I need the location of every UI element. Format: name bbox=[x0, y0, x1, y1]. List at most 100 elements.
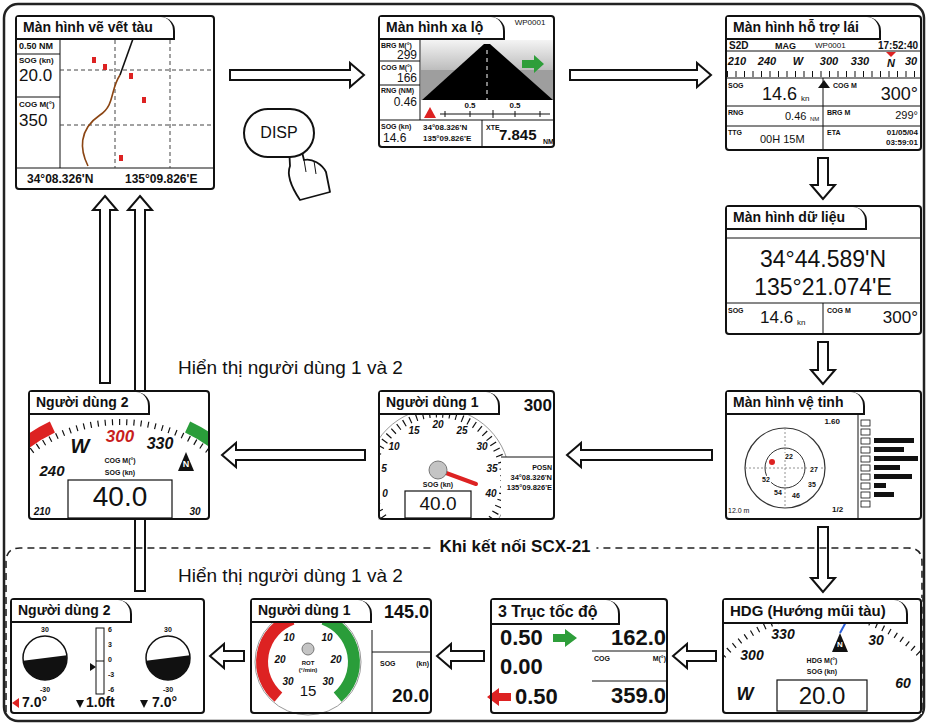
screen-reading: 135°21.074'E bbox=[754, 276, 892, 299]
screen-reading: 0.46 bbox=[394, 96, 417, 108]
screen-reading: 30 bbox=[189, 507, 200, 517]
flow-arrow bbox=[673, 644, 717, 668]
screen-reading: 34°08.326'N bbox=[27, 173, 93, 185]
screen-reading: 30 bbox=[476, 442, 487, 452]
satellite-screen bbox=[874, 492, 894, 497]
screen-reading: RNG (NM) bbox=[381, 87, 414, 94]
screen-title: Người dùng 2 bbox=[30, 392, 150, 415]
screen-title: Màn hình xa lộ bbox=[380, 17, 505, 40]
screen-reading: 300 bbox=[740, 648, 763, 662]
highway-screen bbox=[493, 110, 494, 118]
arrow-head bbox=[350, 63, 364, 87]
screen-reading: COG bbox=[594, 655, 610, 662]
plot-screen bbox=[129, 73, 133, 79]
user1-screen bbox=[378, 408, 510, 520]
screen-reading: COG M(°) bbox=[104, 457, 135, 464]
screen-title: HDG (Hướng mũi tàu) bbox=[724, 600, 908, 624]
screen-reading: 34°44.589'N bbox=[760, 248, 886, 271]
screen-reading: 20 bbox=[274, 655, 285, 665]
attitude-screen bbox=[90, 663, 96, 671]
screen-reading: 7.0° bbox=[22, 695, 47, 709]
screen-title: Màn hình hỗ trợ lái bbox=[727, 17, 881, 40]
axis-speed-screen bbox=[553, 629, 577, 647]
screen-reading: 10 bbox=[283, 633, 294, 643]
screen-reading: 20.0 bbox=[392, 686, 429, 705]
screen-reading: SOG (kn) bbox=[381, 123, 411, 130]
screen-reading: XTE bbox=[486, 124, 500, 131]
screen-reading: 30 bbox=[322, 677, 333, 687]
screen-reading: 0.5 bbox=[464, 102, 475, 110]
screen-reading: 1/2 bbox=[832, 506, 843, 514]
screen-reading: 17:52:40 bbox=[878, 41, 918, 51]
user2-screen bbox=[28, 390, 210, 520]
screen-reading: 01/05/04 bbox=[887, 129, 918, 137]
outer-frame bbox=[4, 4, 924, 721]
screen-reading: W bbox=[71, 436, 90, 456]
screen-reading: 46 bbox=[791, 492, 801, 499]
screen-reading: 14.6 bbox=[762, 85, 797, 103]
screen-reading: 30 bbox=[868, 633, 884, 647]
highway-screen bbox=[378, 85, 420, 86]
outer-frame bbox=[4, 4, 924, 721]
screen-reading: 0.50 bbox=[500, 627, 543, 649]
plot-screen bbox=[120, 36, 134, 75]
user1-screen bbox=[429, 461, 447, 479]
screen-reading: SOG (kn) bbox=[423, 481, 453, 488]
attitude-screen bbox=[76, 700, 84, 708]
screen-reading: 14.6 bbox=[383, 132, 406, 144]
satellite-screen bbox=[861, 465, 870, 471]
screen-title: Người dùng 1 bbox=[252, 600, 372, 623]
axis-speed-screen bbox=[592, 681, 668, 682]
screen-reading: 15 bbox=[300, 683, 317, 698]
user1-screen bbox=[405, 491, 471, 518]
satellite-screen bbox=[874, 447, 904, 452]
arrow-head bbox=[210, 644, 224, 668]
screen-reading: 3 bbox=[108, 641, 112, 648]
arrow-inner bbox=[231, 71, 352, 79]
screen-reading: 25 bbox=[456, 426, 467, 436]
screen-reading: SOG (kn) bbox=[105, 469, 135, 476]
screen-reading: BRG M bbox=[827, 109, 850, 116]
screen-reading: M(°) bbox=[653, 655, 666, 662]
screen-reading: MAG bbox=[775, 42, 796, 51]
highway-screen bbox=[540, 111, 541, 117]
screen-reading: COG M bbox=[827, 307, 851, 314]
highway-screen bbox=[445, 110, 540, 118]
rot-screen bbox=[255, 609, 361, 715]
rot-screen bbox=[372, 652, 432, 653]
highway-screen bbox=[470, 111, 471, 117]
screen-reading: TTG bbox=[728, 129, 742, 136]
screen-reading: 30 bbox=[282, 677, 293, 687]
satellite-screen bbox=[861, 420, 870, 426]
screen-reading: N bbox=[887, 58, 895, 69]
screen-reading: 162.0 bbox=[611, 627, 666, 649]
heading-screen bbox=[722, 598, 922, 714]
screen-reading: 240 bbox=[758, 56, 776, 67]
screen-reading: 300° bbox=[881, 85, 918, 103]
attitude-screen bbox=[140, 700, 148, 708]
screen-reading: 300 bbox=[820, 56, 838, 67]
arrow-head bbox=[222, 443, 236, 467]
satellite-screen bbox=[861, 501, 870, 507]
screen-reading: RNG bbox=[728, 109, 744, 116]
screen-reading: SOG (kn) bbox=[807, 668, 837, 675]
arrow-head bbox=[567, 443, 581, 467]
data-screen bbox=[725, 238, 922, 239]
screen-reading: SOG bbox=[380, 660, 396, 667]
satellite-screen bbox=[861, 438, 870, 444]
screen-reading: 30 bbox=[164, 626, 172, 633]
arrow-inner bbox=[819, 528, 827, 580]
screen-reading: 145.0 bbox=[384, 603, 429, 621]
attitude-screen bbox=[96, 628, 104, 694]
screen-reading: 210 bbox=[728, 56, 746, 67]
user2-screen bbox=[68, 480, 172, 518]
steering-screen bbox=[823, 78, 824, 151]
satellite-screen bbox=[725, 390, 922, 520]
screen-reading: SOG (kn) bbox=[19, 57, 54, 65]
screen-reading: 1.60 bbox=[824, 418, 840, 426]
user1-screen bbox=[378, 390, 555, 520]
steering-screen bbox=[818, 80, 830, 88]
plot-screen bbox=[92, 57, 96, 63]
satellite-screen bbox=[769, 459, 775, 465]
plot-screen bbox=[60, 40, 215, 168]
